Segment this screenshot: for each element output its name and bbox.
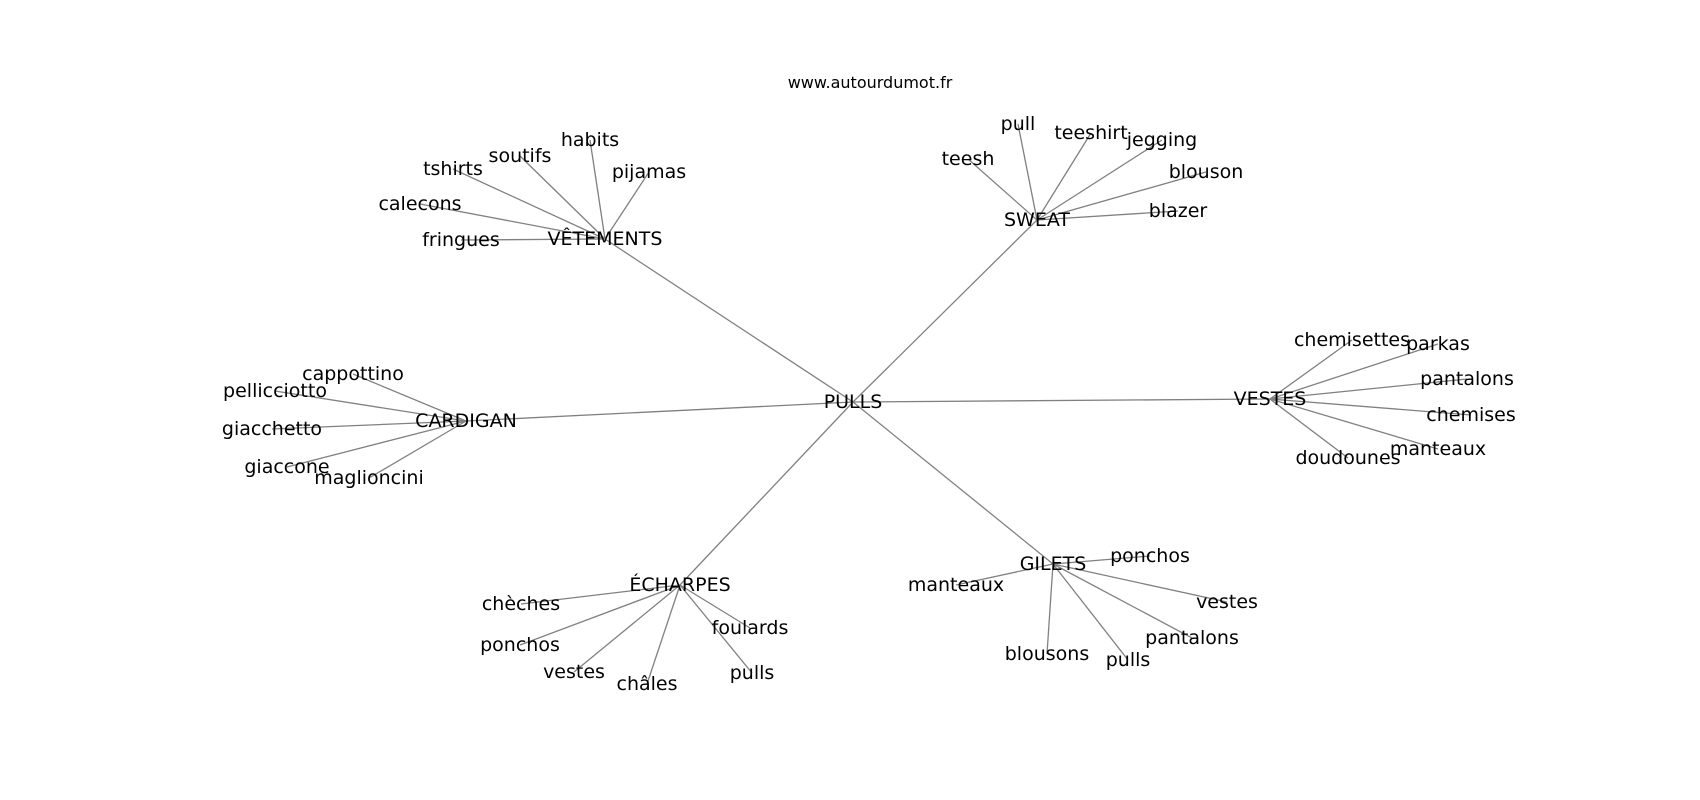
edge-vestes-chemises <box>1269 398 1472 416</box>
edge-center-sweat <box>852 219 1038 403</box>
edge-vetements-calecons <box>419 203 606 240</box>
edge-echarpes-foulards <box>679 584 751 629</box>
hub-node-echarpes[interactable]: ÉCHARPES <box>629 573 730 596</box>
leaf-node-manteaux[interactable]: manteaux <box>1390 438 1486 460</box>
edge-echarpes-chales <box>646 584 681 685</box>
leaf-node-blousons[interactable]: blousons <box>1005 643 1089 665</box>
edge-vestes-parkas <box>1269 343 1439 400</box>
leaf-node-teeshirt[interactable]: teeshirt <box>1054 122 1127 144</box>
edge-cardigan-giacchetto <box>271 420 467 430</box>
leaf-node-habits[interactable]: habits <box>561 129 619 151</box>
leaf-node-blouson[interactable]: blouson <box>1169 161 1244 183</box>
leaf-node-jegging[interactable]: jegging <box>1126 129 1197 151</box>
hub-node-cardigan[interactable]: CARDIGAN <box>415 410 517 432</box>
graph-edges <box>271 123 1472 685</box>
edge-vetements-pijamas <box>604 171 650 240</box>
edge-vetements-tshirts <box>452 168 606 240</box>
edge-echarpes-cheches <box>520 584 681 605</box>
edge-gilets-blousons <box>1046 563 1054 655</box>
hub-node-vestes[interactable]: VESTES <box>1234 388 1307 410</box>
edge-cardigan-giaccone <box>286 420 467 468</box>
edge-center-cardigan <box>465 401 854 422</box>
leaf-node-tshirts[interactable]: tshirts <box>423 158 483 180</box>
hub-node-vetements[interactable]: VÊTEMENTS <box>548 227 663 250</box>
edge-sweat-teeshirt <box>1036 132 1092 221</box>
edge-cardigan-pellicciotto <box>274 390 467 422</box>
leaf-node-fringues[interactable]: fringues <box>422 229 500 251</box>
leaf-node-chemisettes[interactable]: chemisettes <box>1294 329 1410 351</box>
graph-labels: PULLS VÊTEMENTS habits soutifs tshirts pijama… <box>222 113 1516 695</box>
leaf-node-pulls[interactable]: pulls <box>730 662 775 684</box>
leaf-node-ponchos[interactable]: ponchos <box>1110 545 1190 567</box>
edge-vetements-fringues <box>460 238 606 241</box>
hub-node-sweat[interactable]: SWEAT <box>1004 209 1070 231</box>
leaf-node-pantalons[interactable]: pantalons <box>1145 627 1239 649</box>
edge-gilets-manteaux <box>955 563 1054 586</box>
edge-vestes-chemisettes <box>1269 339 1353 400</box>
leaf-node-teesh[interactable]: teesh <box>942 148 995 170</box>
leaf-node-pellicciotto[interactable]: pellicciotto <box>223 380 327 402</box>
leaf-node-cheches[interactable]: chèches <box>482 593 560 615</box>
leaf-node-pulls[interactable]: pulls <box>1106 649 1151 671</box>
edge-gilets-pulls <box>1052 563 1129 661</box>
edge-echarpes-vestes <box>573 584 681 673</box>
leaf-node-chales[interactable]: châles <box>617 673 678 695</box>
edge-gilets-ponchos <box>1052 555 1151 565</box>
source-url: www.autourdumot.fr <box>788 73 953 92</box>
edge-vestes-pantalons <box>1269 378 1468 400</box>
leaf-node-ponchos[interactable]: ponchos <box>480 634 560 656</box>
edge-echarpes-ponchos <box>519 584 681 646</box>
leaf-node-giacchetto[interactable]: giacchetto <box>222 418 322 440</box>
edge-center-echarpes <box>679 401 854 586</box>
leaf-node-pantalons[interactable]: pantalons <box>1420 368 1514 390</box>
leaf-node-pijamas[interactable]: pijamas <box>612 161 686 183</box>
leaf-node-cappottino[interactable]: cappottino <box>302 363 404 385</box>
leaf-node-vestes[interactable]: vestes <box>543 661 605 683</box>
edge-sweat-blazer <box>1036 210 1179 221</box>
edge-vetements-soutifs <box>519 155 606 240</box>
hub-node-gilets[interactable]: GILETS <box>1020 553 1087 575</box>
edge-gilets-pantalons <box>1052 563 1193 639</box>
edge-center-gilets <box>852 401 1054 565</box>
leaf-node-foulards[interactable]: foulards <box>712 617 789 639</box>
edge-cardigan-maglioncini <box>368 420 467 479</box>
edge-cardigan-cappottino <box>352 373 467 422</box>
leaf-node-giaccone[interactable]: giaccone <box>244 456 329 478</box>
leaf-node-chemises[interactable]: chemises <box>1426 404 1515 426</box>
center-node-pulls[interactable]: PULLS <box>824 391 883 413</box>
edge-center-vestes <box>852 398 1271 403</box>
edge-echarpes-pulls <box>679 584 753 674</box>
leaf-node-pull[interactable]: pull <box>1001 113 1036 135</box>
leaf-node-blazer[interactable]: blazer <box>1149 200 1208 222</box>
edge-center-vetements <box>604 238 854 403</box>
edge-sweat-pull <box>1017 123 1038 221</box>
leaf-node-calecons[interactable]: calecons <box>378 193 461 215</box>
leaf-node-doudounes[interactable]: doudounes <box>1295 447 1400 469</box>
edge-sweat-jegging <box>1036 139 1163 221</box>
leaf-node-manteaux[interactable]: manteaux <box>908 574 1004 596</box>
edge-vetements-habits <box>589 139 606 240</box>
edge-gilets-vestes <box>1052 563 1228 603</box>
leaf-node-parkas[interactable]: parkas <box>1406 333 1470 355</box>
edge-sweat-blouson <box>1036 171 1207 221</box>
leaf-node-vestes[interactable]: vestes <box>1196 591 1258 613</box>
leaf-node-soutifs[interactable]: soutifs <box>489 145 552 167</box>
leaf-node-maglioncini[interactable]: maglioncini <box>314 467 423 489</box>
edge-sweat-teesh <box>967 158 1038 221</box>
edge-vestes-doudounes <box>1269 398 1349 459</box>
edge-vestes-manteaux <box>1269 398 1439 450</box>
